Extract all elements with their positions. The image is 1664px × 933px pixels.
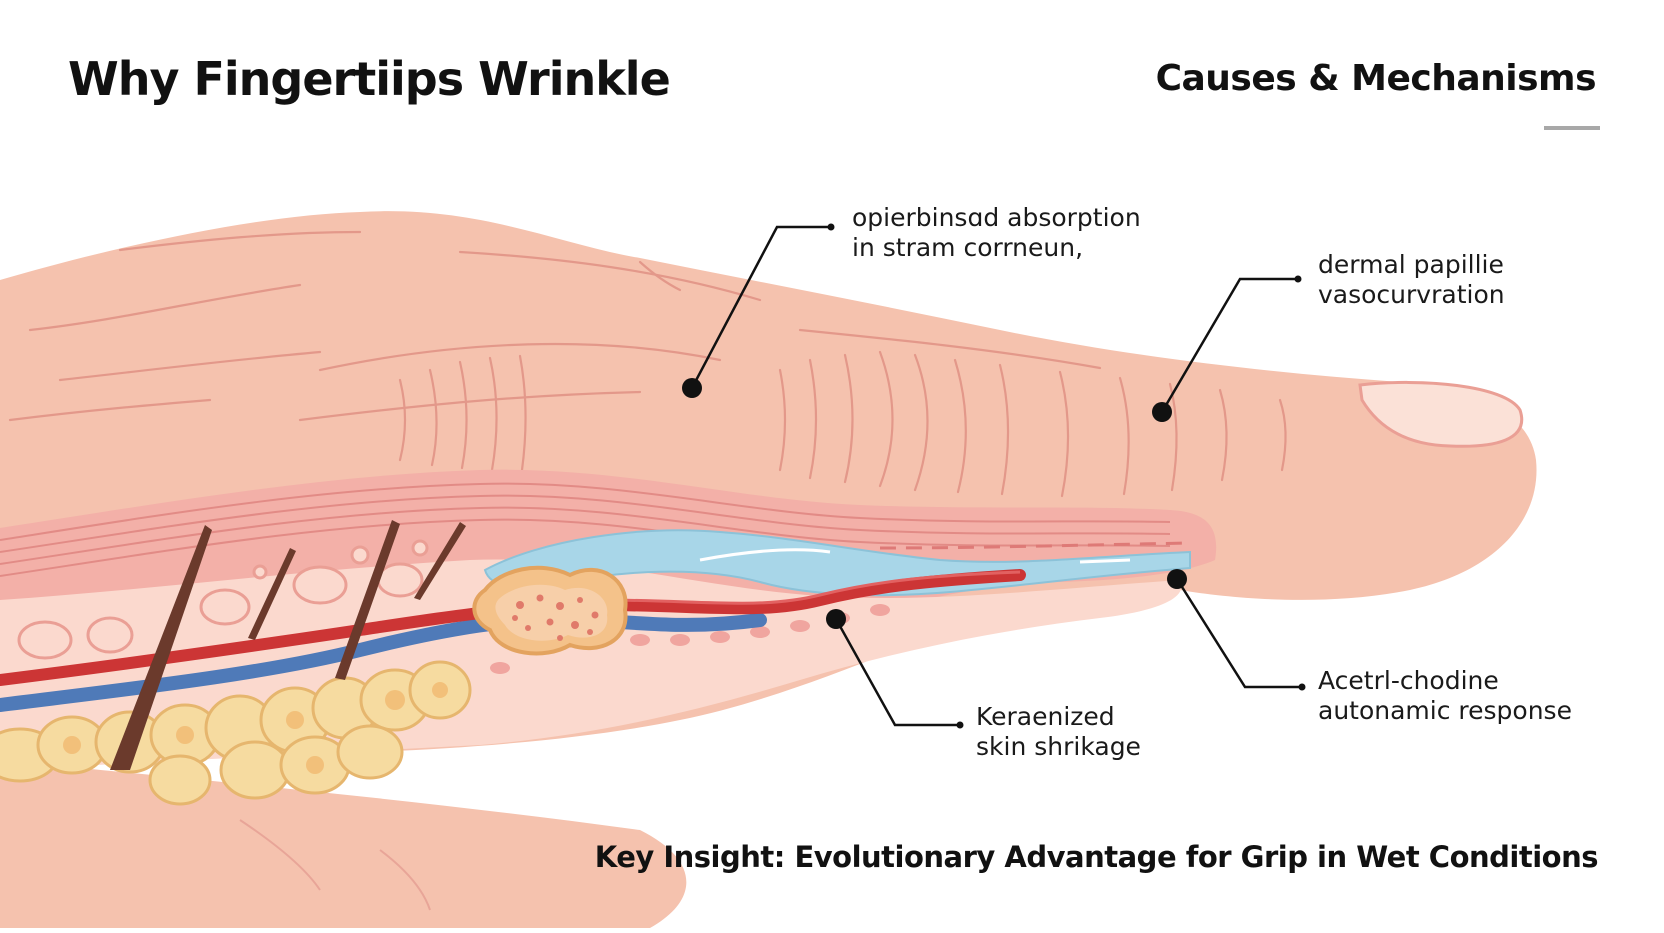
label-line: dermal papillie: [1318, 250, 1504, 279]
dermal-cells: [17, 539, 429, 660]
label-keratinized: Keraenized skin shrikage: [976, 702, 1141, 762]
subtitle-underline: [1544, 126, 1600, 130]
label-line: opierbinsɑd absorption: [852, 203, 1141, 232]
label-dermal-papillie: dermal papillie vasocurvration: [1318, 250, 1505, 310]
dashed-layer-line: [879, 541, 1191, 550]
label-line: Acetrl-chodine: [1318, 666, 1499, 695]
label-line: Keraenized: [976, 702, 1115, 731]
label-line: in stram corrneun,: [852, 233, 1084, 262]
label-absorption: opierbinsɑd absorption in stram corrneun…: [852, 203, 1141, 263]
callout-lines: [690, 225, 1302, 727]
key-insight: Key Insight: Evolutionary Advantage for …: [594, 840, 1599, 874]
fingernail: [1358, 380, 1524, 448]
label-acetylcholine: Acetrl-chodine autonamic response: [1318, 666, 1572, 726]
hair-shafts: [110, 520, 466, 770]
label-line: skin shrikage: [976, 732, 1141, 761]
fat-nuclei: [63, 682, 448, 774]
label-line: vasocurvration: [1318, 280, 1505, 309]
callout-markers: [682, 223, 1306, 729]
skin-crease-lines: [8, 230, 1287, 498]
label-line: autonamic response: [1318, 696, 1572, 725]
page-subtitle: Causes & Mechanisms: [1155, 58, 1597, 99]
nerve-bundle: [472, 565, 628, 656]
page-title: Why Fingertiips Wrinkle: [68, 52, 671, 106]
lower-hand-skin: [0, 760, 687, 928]
water-highlight: [699, 548, 831, 562]
